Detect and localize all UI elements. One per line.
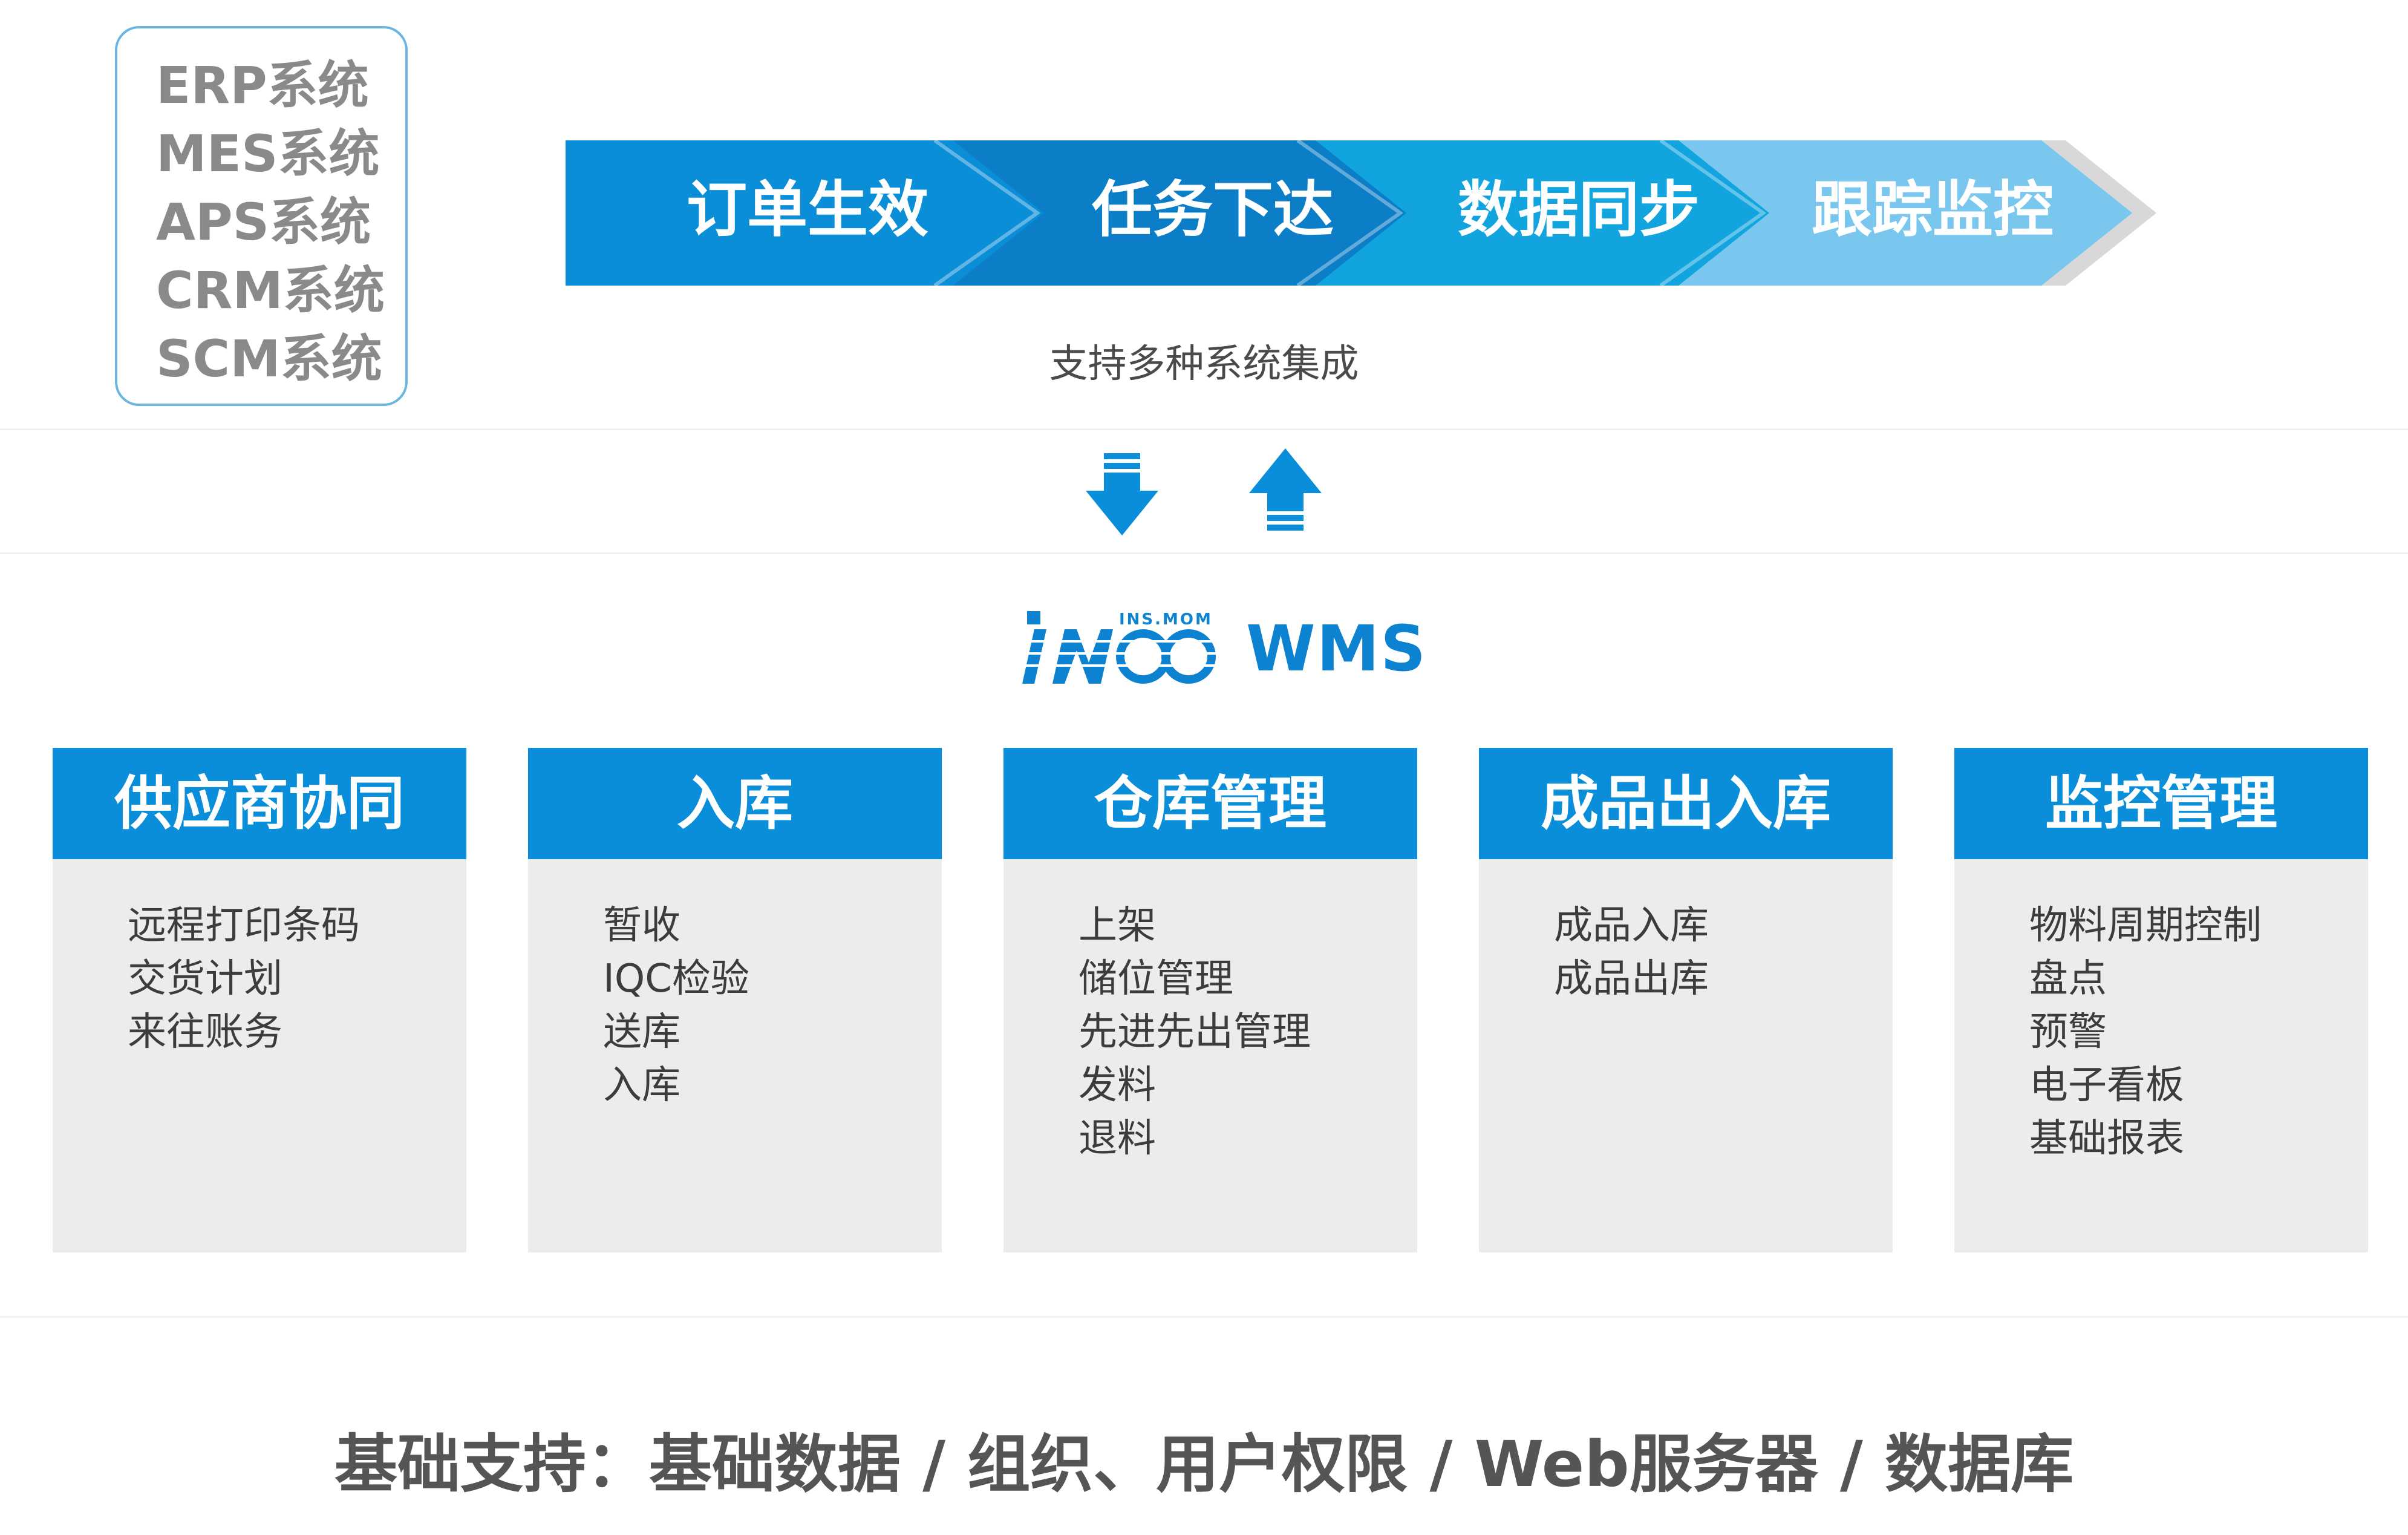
module-title: 监控管理 [1954, 748, 2368, 859]
module-body: 暂收 IQC检验 送库 入库 [528, 859, 942, 1252]
module-item: 远程打印条码 [128, 903, 360, 948]
flow-step-order-effective: 订单生效 [687, 174, 928, 245]
module-body: 上架 储位管理 先进先出管理 发料 退料 [1003, 859, 1417, 1252]
up-arrow-icon [1249, 448, 1322, 531]
module-item: 基础报表 [2029, 1116, 2184, 1161]
module-item: 盘点 [2029, 957, 2107, 1001]
flow-step-shape-2 [941, 140, 1406, 286]
module-body: 成品入库 成品出库 [1479, 859, 1893, 1252]
module-card-inbound: 入库 暂收 IQC检验 送库 入库 [528, 748, 942, 1252]
module-item: 先进先出管理 [1078, 1010, 1311, 1055]
module-item: 交货计划 [128, 957, 282, 1001]
module-item: 上架 [1078, 903, 1156, 948]
sync-arrows [1077, 445, 1331, 542]
process-flow-chevrons [566, 140, 2156, 286]
system-mes: MES系统 [156, 124, 380, 183]
module-item: 成品入库 [1554, 903, 1709, 948]
flow-step-shape-3 [1304, 140, 1769, 286]
module-item: 储位管理 [1078, 957, 1233, 1001]
flow-step-shape-4b [1666, 140, 2132, 286]
system-scm: SCM系统 [156, 329, 382, 388]
module-title: 供应商协同 [53, 748, 466, 859]
module-item: 来往账务 [128, 1010, 282, 1055]
flow-step-data-sync: 数据同步 [1458, 174, 1700, 245]
module-item: 成品出库 [1554, 957, 1709, 1001]
module-item: 暂收 [603, 903, 680, 948]
product-name: WMS [1246, 612, 1428, 686]
system-erp: ERP系统 [156, 56, 369, 115]
module-item: 入库 [603, 1063, 680, 1108]
module-title: 成品出入库 [1479, 748, 1893, 859]
flow-step-task-dispatch: 任务下达 [1092, 174, 1334, 245]
module-item: 预警 [2029, 1010, 2107, 1055]
module-item: 物料周期控制 [2029, 903, 2262, 948]
module-item: 发料 [1078, 1063, 1156, 1108]
system-aps: APS系统 [156, 192, 371, 252]
module-card-warehouse: 仓库管理 上架 储位管理 先进先出管理 发料 退料 [1003, 748, 1417, 1252]
module-item: 电子看板 [2029, 1063, 2184, 1108]
svg-text:INS.MOM: INS.MOM [1119, 610, 1213, 629]
inno-logo: INS.MOM [998, 605, 1421, 702]
divider [0, 552, 2408, 554]
module-card-monitoring: 监控管理 物料周期控制 盘点 预警 电子看板 基础报表 [1954, 748, 2368, 1252]
module-card-supplier: 供应商协同 远程打印条码 交货计划 来往账务 [53, 748, 466, 1252]
module-body: 远程打印条码 交货计划 来往账务 [53, 859, 466, 1252]
flow-step-shape-1 [566, 140, 1043, 286]
module-item: 退料 [1078, 1116, 1156, 1161]
integrated-systems-box: ERP系统 MES系统 APS系统 CRM系统 SCM系统 [115, 26, 408, 406]
module-card-finished-goods: 成品出入库 成品入库 成品出库 [1479, 748, 1893, 1252]
system-crm: CRM系统 [156, 261, 385, 320]
module-item: IQC检验 [603, 957, 749, 1001]
foundation-support-text: 基础支持：基础数据 / 组织、用户权限 / Web服务器 / 数据库 [334, 1427, 2074, 1501]
module-body: 物料周期控制 盘点 预警 电子看板 基础报表 [1954, 859, 2368, 1252]
process-flow: 订单生效 任务下达 数据同步 跟踪监控 [566, 140, 2168, 286]
module-title: 仓库管理 [1003, 748, 1417, 859]
integration-caption: 支持多种系统集成 [1049, 342, 1359, 387]
module-item: 送库 [603, 1010, 680, 1055]
divider [0, 428, 2408, 430]
down-arrow-icon [1086, 453, 1158, 535]
flow-step-tracking: 跟踪监控 [1812, 174, 2054, 245]
divider [0, 1316, 2408, 1318]
module-title: 入库 [528, 748, 942, 859]
